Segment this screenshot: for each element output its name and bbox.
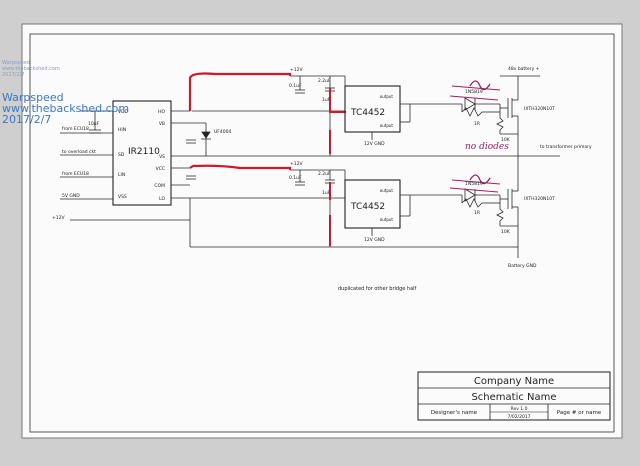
revision: Rev 1.0 xyxy=(511,406,528,412)
scribble-bottom xyxy=(469,174,491,185)
cap-1u-bottom-label: 1uF xyxy=(322,190,331,196)
gnd-12v-bottom-label: 12V GND xyxy=(364,237,385,243)
from-ecu18-bottom-label: from ECU18 xyxy=(62,171,89,177)
res-10k-top-label: 10K xyxy=(501,137,511,143)
ir2110-chip: IR2110 VDD HIN SD LIN VSS HO VB VS VCC C… xyxy=(112,100,172,206)
uf4004-label: UF4004 xyxy=(214,129,231,135)
tc4452-top-chip: TC4452 output output xyxy=(344,85,401,133)
svg-text:SD: SD xyxy=(118,152,125,158)
svg-text:output: output xyxy=(380,217,394,222)
diode-top-label: 1N5819 xyxy=(465,89,483,95)
watermark-date: 2017/2/7 xyxy=(2,113,52,126)
lower-gate-wires xyxy=(371,156,519,258)
svg-text:output: output xyxy=(380,94,394,99)
ir2110-label: IR2110 xyxy=(128,147,160,157)
res-10k-bottom-label: 10K xyxy=(501,229,511,235)
designer-name: Designer's name xyxy=(431,410,478,416)
svg-text:VS: VS xyxy=(159,154,165,160)
plus12v-bottom-label: +12V xyxy=(290,161,303,167)
plus12v-top-label: +12V xyxy=(290,67,303,73)
tc4452-bottom-chip: TC4452 output output xyxy=(344,179,401,229)
svg-text:COM: COM xyxy=(154,183,165,189)
cap-01-bottom-label: 0.1uF xyxy=(289,175,302,181)
company-name: Company Name xyxy=(474,376,554,387)
battery-plus-label: 48v battery + xyxy=(508,66,540,72)
svg-text:HIN: HIN xyxy=(118,127,126,133)
input-wires xyxy=(60,110,190,221)
upper-gate-wires xyxy=(371,75,540,156)
red-wire-top xyxy=(188,72,292,111)
res-1r-top-label: 1R xyxy=(474,121,480,127)
cap-22-top-label: 2.2uF xyxy=(318,78,331,84)
diode-bottom-label: 1N5819 xyxy=(465,181,483,187)
svg-text:output: output xyxy=(380,188,394,193)
cap-10uf-label: 10uF xyxy=(88,121,100,127)
title-block: Company Name Schematic Name Designer's n… xyxy=(417,371,611,421)
res-1r-bottom-label: 1R xyxy=(474,210,480,216)
overload-label: to overload ckt xyxy=(62,149,96,155)
cap-22-bottom-label: 2.2uF xyxy=(318,171,331,177)
page-name: Page # or name xyxy=(557,410,602,416)
svg-text:LO: LO xyxy=(159,196,165,202)
mosfet-top-label: IXTH320N10T xyxy=(524,106,555,112)
battery-gnd-label: Battery GND xyxy=(508,263,537,269)
svg-text:VCC: VCC xyxy=(156,166,165,172)
svg-text:VB: VB xyxy=(159,121,165,127)
svg-text:LIN: LIN xyxy=(118,172,125,178)
watermark-site: www.thebackshed.com xyxy=(2,102,130,115)
scribble-top xyxy=(469,80,491,91)
cap-1u-top-label: 1uF xyxy=(322,97,331,103)
cap-01-top-label: 0.1uF xyxy=(289,83,302,89)
tc4452-top-label: TC4452 xyxy=(350,108,385,118)
red-wire-bottom xyxy=(189,164,292,170)
svg-text:HO: HO xyxy=(158,109,165,115)
red-wire-top-gnd xyxy=(329,88,346,113)
from-ecu18-top-label: from ECU18 xyxy=(62,126,89,132)
no-diodes-note: no diodes xyxy=(465,142,509,152)
driver-output-wires xyxy=(171,110,560,248)
gnd-12v-top-label: 12V GND xyxy=(364,141,385,147)
sheet-border xyxy=(29,33,615,433)
duplicated-note: duplicated for other bridge half xyxy=(338,286,417,292)
tc4452-bottom-label: TC4452 xyxy=(350,202,385,212)
5v-gnd-label: 5V GND xyxy=(62,193,80,199)
to-transformer-label: to transformer primary xyxy=(540,144,592,150)
plus12v-left-label: +12V xyxy=(52,215,65,221)
watermark-user: Warpspeed xyxy=(2,91,64,104)
svg-text:output: output xyxy=(380,123,394,128)
date: 7/02/2017 xyxy=(507,414,530,420)
svg-text:VDD: VDD xyxy=(118,109,129,115)
svg-text:VSS: VSS xyxy=(118,194,127,200)
mosfet-bottom-label: IXTH320N10T xyxy=(524,196,555,202)
schematic-name: Schematic Name xyxy=(471,392,556,403)
watermark-small: Warpspeed www.thebackshed.com 2017/2/7 xyxy=(2,60,60,78)
